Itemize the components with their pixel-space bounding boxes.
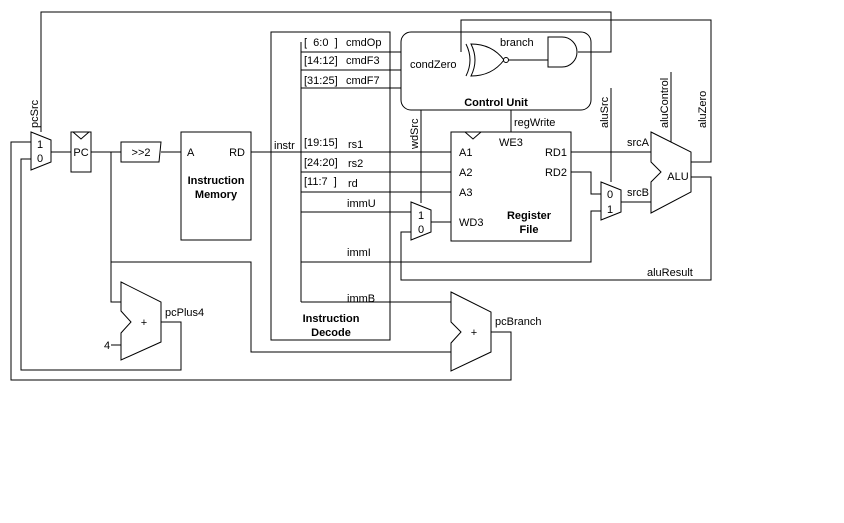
label-instr: instr	[274, 140, 295, 152]
field-rs1-bits: [19:15]	[304, 137, 338, 149]
alu-src-mux	[600, 181, 622, 221]
field-rd-bits: [11:7 ]	[304, 176, 337, 188]
alu-label: ALU	[667, 171, 688, 183]
pc-mux-in1-label: 1	[37, 139, 43, 151]
field-cmdf7-bits: [31:25]	[304, 75, 338, 87]
xor-gate-bubble	[503, 57, 509, 63]
regfile-a3: A3	[459, 187, 472, 199]
field-cmdf3-bits: [14:12]	[304, 55, 338, 67]
shift-left-2	[120, 141, 162, 163]
decode-fields: [ 6:0 ] cmdOp [14:12] cmdF3 [31:25] cmdF…	[304, 37, 381, 190]
field-rd-name: rd	[348, 178, 358, 190]
label-immu: immU	[347, 198, 376, 210]
pc-mux	[30, 131, 52, 171]
field-cmdop-bits: [ 6:0 ]	[304, 37, 338, 49]
regfile-a1: A1	[459, 147, 472, 159]
regfile-title-line2: File	[520, 224, 539, 236]
register-file	[450, 131, 572, 242]
label-immb: immB	[347, 293, 375, 305]
label-srcb: srcB	[627, 187, 649, 199]
label-pcplus4: pcPlus4	[165, 307, 204, 319]
wd-mux-in1-label: 1	[418, 210, 424, 222]
label-regwrite: regWrite	[514, 117, 555, 129]
wire-pcbranch-feedback	[10, 141, 512, 381]
pc-plus4-adder	[120, 281, 162, 361]
pc-register	[70, 131, 92, 173]
field-cmdf7-name: cmdF7	[346, 75, 380, 87]
instruction-decode	[270, 31, 391, 341]
field-cmdf3-name: cmdF3	[346, 55, 380, 67]
wire-pcplus4-feedback	[20, 158, 182, 371]
alu-mux-in0-label: 0	[607, 189, 613, 201]
control-unit	[400, 31, 592, 111]
pc-mux-in0-label: 0	[37, 153, 43, 165]
xor-gate-input-curve	[465, 43, 471, 77]
label-aluzero: aluZero	[697, 91, 709, 128]
instruction-memory	[180, 131, 252, 241]
label-pcbranch: pcBranch	[495, 316, 541, 328]
regfile-clock-marker	[464, 131, 482, 140]
label-wdsrc: wdSrc	[409, 118, 421, 150]
label-srca: srcA	[627, 137, 650, 149]
label-alucontrol: aluControl	[659, 78, 671, 128]
imem-port-a: A	[187, 147, 195, 159]
wires	[10, 11, 712, 381]
wd-mux	[410, 201, 432, 241]
label-condzero: condZero	[410, 59, 456, 71]
branch-adder-symbol: +	[471, 327, 477, 339]
decode-title-line1: Instruction	[303, 313, 360, 325]
field-rs1-name: rs1	[348, 139, 363, 151]
field-cmdop-name: cmdOp	[346, 37, 381, 49]
wire-immi	[301, 210, 601, 263]
pc-clock-marker	[72, 131, 90, 140]
wire-aluresult	[400, 176, 712, 281]
regfile-title-line1: Register	[507, 210, 552, 222]
alu-mux-in1-label: 1	[607, 204, 613, 216]
signal-labels: pcSrc instr immU immI immB wdSrc regWrit…	[29, 37, 709, 352]
wire-aluzero	[460, 19, 712, 163]
regfile-a2: A2	[459, 167, 472, 179]
imem-title-line1: Instruction	[188, 175, 245, 187]
plus4-adder-symbol: +	[141, 317, 147, 329]
label-pcsrc: pcSrc	[29, 99, 41, 128]
label-alusrc: aluSrc	[599, 96, 611, 128]
wd-mux-in0-label: 0	[418, 224, 424, 236]
wire-pc-to-branch	[111, 261, 451, 353]
field-rs2-bits: [24:20]	[304, 157, 338, 169]
xor-gate	[470, 43, 505, 77]
imem-title-line2: Memory	[195, 189, 238, 201]
decode-title-line2: Decode	[311, 327, 351, 339]
pc-label: PC	[73, 147, 88, 159]
control-unit-title: Control Unit	[464, 97, 528, 109]
regfile-rd1: RD1	[545, 147, 567, 159]
regfile-rd2: RD2	[545, 167, 567, 179]
wire-pc-to-plus4	[110, 152, 121, 303]
alu	[650, 131, 692, 214]
wire-pcsrc	[40, 11, 612, 132]
label-const4: 4	[104, 340, 110, 352]
regfile-wd3: WD3	[459, 217, 483, 229]
label-immi: immI	[347, 247, 371, 259]
pc-branch-adder	[450, 291, 492, 372]
label-branch: branch	[500, 37, 534, 49]
regfile-we3: WE3	[499, 137, 523, 149]
and-gate	[547, 36, 578, 68]
label-aluresult: aluResult	[647, 267, 693, 279]
shift-label: >>2	[132, 147, 151, 159]
imem-port-rd: RD	[229, 147, 245, 159]
wire-rd2-to-mux	[571, 171, 601, 195]
field-rs2-name: rs2	[348, 158, 363, 170]
